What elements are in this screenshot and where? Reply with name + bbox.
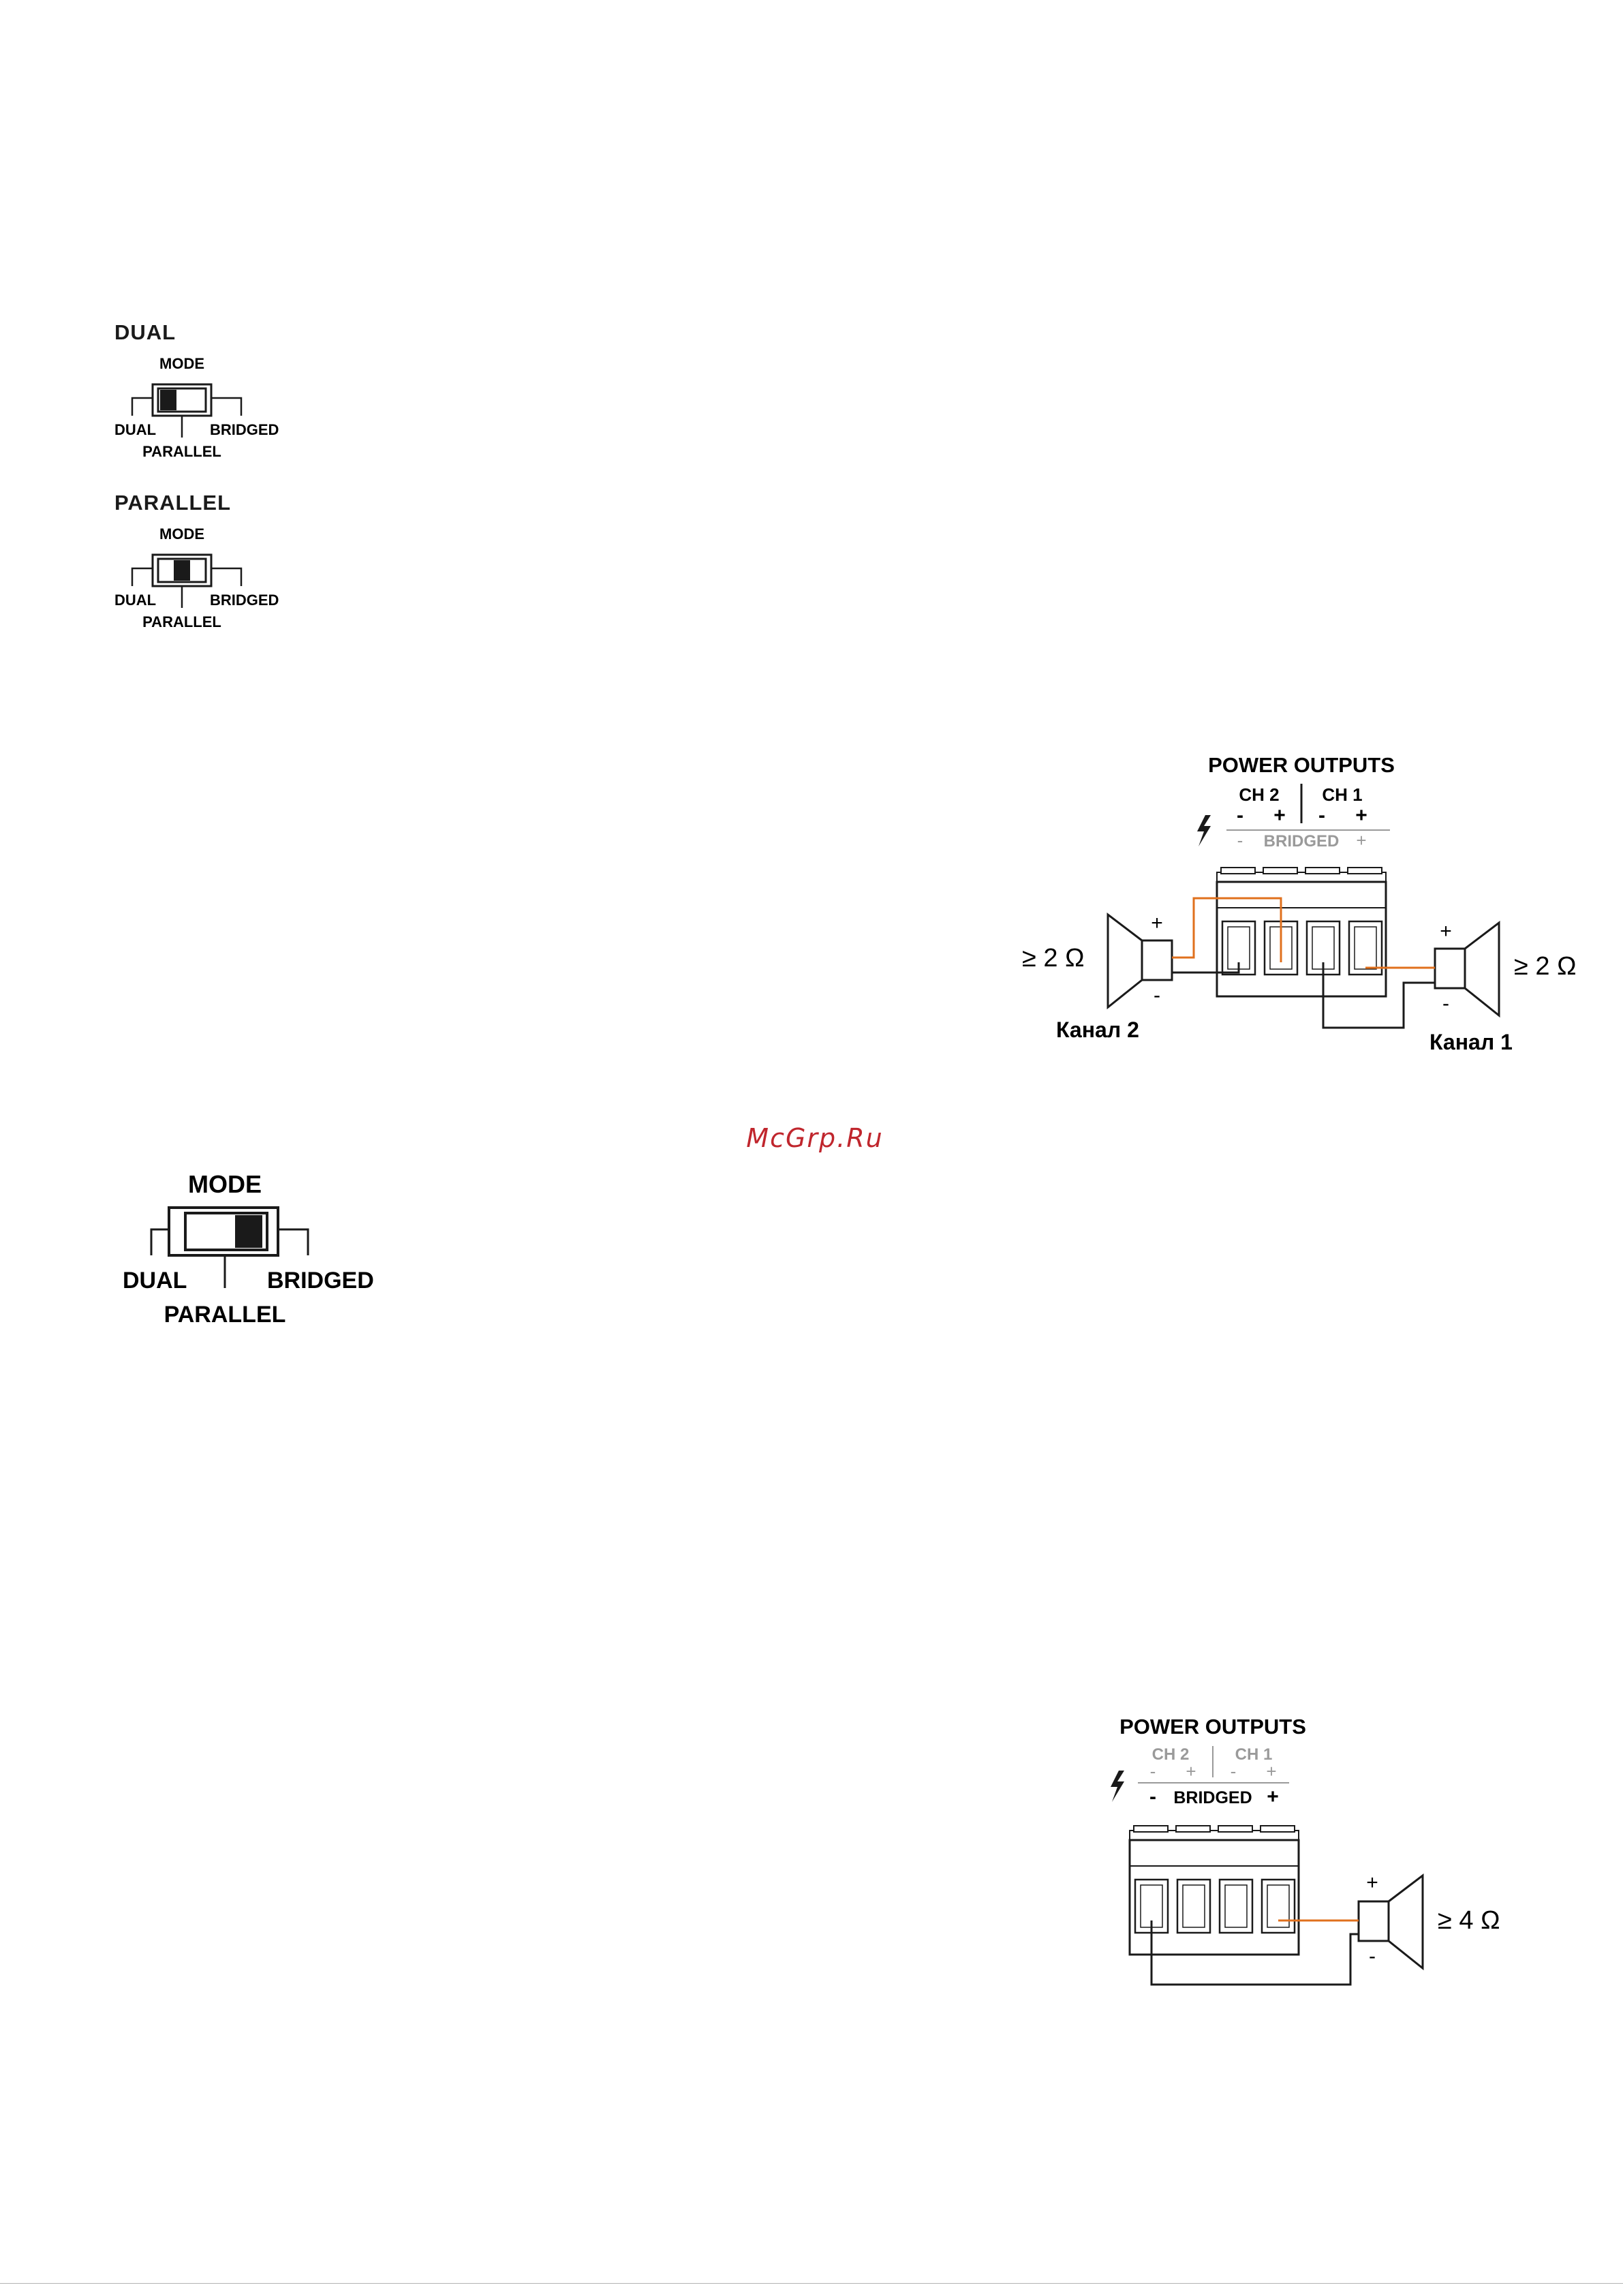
bridged-plus: + xyxy=(1356,830,1366,851)
impedance: ≥ 4 Ω xyxy=(1438,1906,1500,1935)
ch2-minus: - xyxy=(1150,1761,1156,1781)
parallel-heading: PARALLEL xyxy=(114,491,231,515)
right-impedance: ≥ 2 Ω xyxy=(1514,952,1577,981)
ch1-minus: - xyxy=(1318,804,1325,827)
ch1-plus: + xyxy=(1355,804,1367,827)
bridged-minus: - xyxy=(1237,830,1243,851)
warning-bolt-icon xyxy=(1197,815,1211,846)
footer-rule xyxy=(0,2283,1623,2284)
bridged-minus: - xyxy=(1149,1786,1156,1808)
left-speaker-minus: - xyxy=(1154,984,1160,1007)
ch2-label: CH 2 xyxy=(1152,1745,1190,1764)
switch-bridged-label: BRIDGED xyxy=(267,1268,374,1294)
switch-parallel-label: PARALLEL xyxy=(164,1302,286,1328)
switch-knob-left xyxy=(160,390,176,410)
bridged-label: BRIDGED xyxy=(1173,1788,1252,1807)
speaker-minus: - xyxy=(1369,1945,1376,1968)
switch-parallel-label: PARALLEL xyxy=(142,613,221,630)
bridged-plus: + xyxy=(1267,1786,1279,1808)
switch-knob-center xyxy=(174,560,190,581)
switch-mode-label: MODE xyxy=(188,1170,262,1198)
dual-heading: DUAL xyxy=(114,320,176,345)
terminal-block xyxy=(1130,1826,1299,1955)
bridged-label: BRIDGED xyxy=(1264,832,1340,851)
warning-bolt-icon xyxy=(1111,1771,1124,1802)
switch-knob-right xyxy=(235,1215,262,1248)
ch2-plus: + xyxy=(1186,1761,1196,1781)
switch-bridged-label: BRIDGED xyxy=(210,421,279,438)
ch1-label: CH 1 xyxy=(1322,784,1362,805)
right-speaker-minus: - xyxy=(1442,992,1449,1015)
switch-dual-label: DUAL xyxy=(114,592,156,609)
ch1-minus: - xyxy=(1231,1761,1237,1781)
switch-bridged-label: BRIDGED xyxy=(210,592,279,609)
mode-switch-bridged: MODE DUAL BRIDGED PARALLEL xyxy=(109,1159,395,1336)
watermark: McGrp.Ru xyxy=(706,1123,924,1153)
ch2-plus: + xyxy=(1273,804,1286,827)
mode-switch-dual: MODE DUAL BRIDGED PARALLEL xyxy=(102,348,300,470)
right-channel-label: Канал 1 xyxy=(1429,1030,1513,1054)
ch2-minus: - xyxy=(1237,804,1243,827)
left-channel-label: Канал 2 xyxy=(1056,1017,1139,1042)
left-speaker-plus: + xyxy=(1151,912,1163,934)
switch-mode-label: MODE xyxy=(159,355,204,372)
mode-switch-parallel: MODE DUAL BRIDGED PARALLEL xyxy=(102,518,300,641)
power-outputs-dual-diagram: POWER OUTPUTS CH 2 CH 1 - + - + - BRIDGE… xyxy=(1008,743,1594,1070)
ch1-plus: + xyxy=(1266,1761,1276,1781)
right-speaker-plus: + xyxy=(1440,920,1452,943)
power-outputs-title: POWER OUTPUTS xyxy=(1119,1715,1306,1739)
ch2-label: CH 2 xyxy=(1239,784,1279,805)
switch-mode-label: MODE xyxy=(159,525,204,542)
power-outputs-bridged-diagram: POWER OUTPUTS CH 2 CH 1 - + - + - BRIDGE… xyxy=(1097,1704,1533,1997)
switch-dual-label: DUAL xyxy=(123,1268,187,1294)
switch-parallel-label: PARALLEL xyxy=(142,443,221,460)
terminal-block xyxy=(1217,868,1386,996)
speaker-plus: + xyxy=(1366,1871,1378,1894)
switch-dual-label: DUAL xyxy=(114,421,156,438)
power-outputs-title: POWER OUTPUTS xyxy=(1208,753,1395,777)
left-impedance: ≥ 2 Ω xyxy=(1022,944,1085,973)
